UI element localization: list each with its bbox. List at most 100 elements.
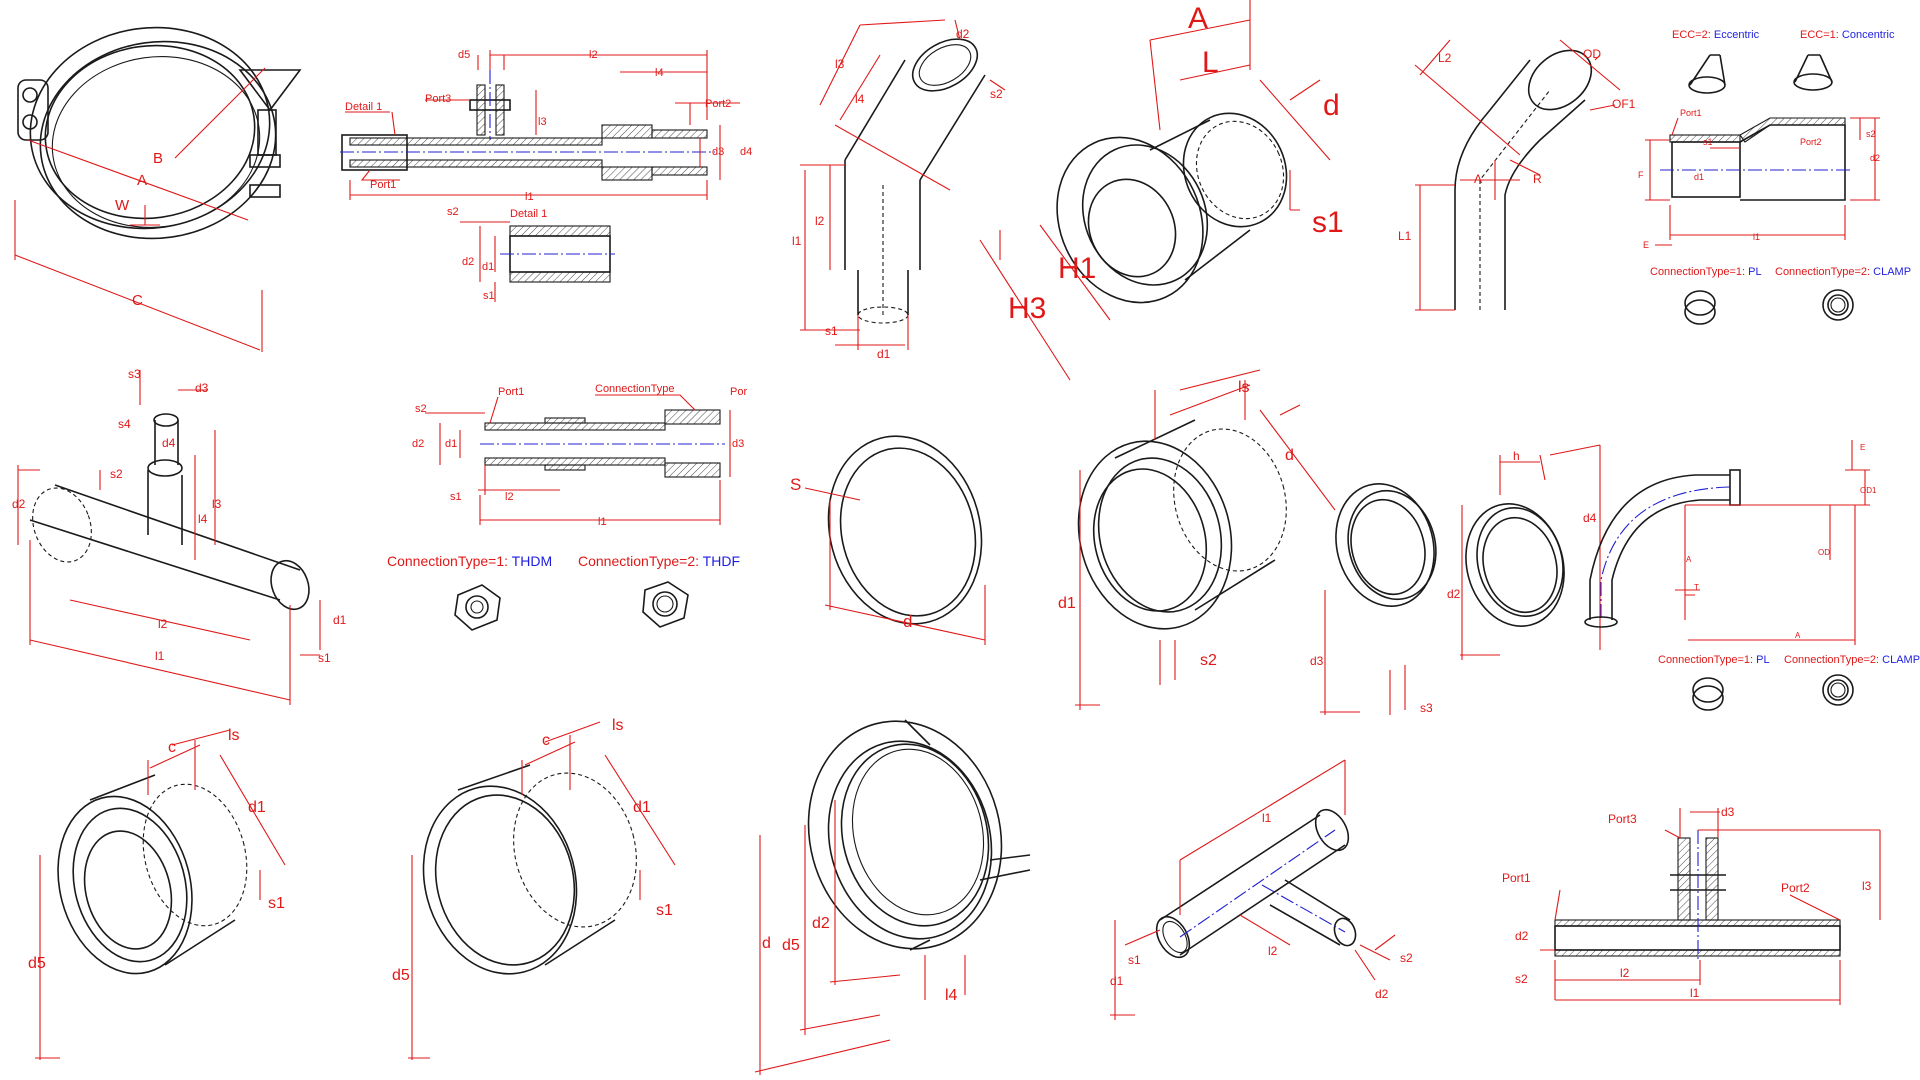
cp-s3: s3 (1420, 701, 1433, 715)
el-OD: OD (1583, 47, 1601, 61)
fr-d: d (1323, 89, 1340, 122)
pd-s2: s2 (447, 206, 459, 218)
tp-connection-type: ConnectionType (595, 383, 675, 395)
nut-d2: d2 (812, 915, 830, 932)
fb-ls: ls (612, 717, 624, 734)
tb-s4: s4 (118, 417, 131, 431)
elbow-drawing: L2 OD OF1 A R L1 (1398, 39, 1636, 311)
el-A: A (1474, 172, 1482, 186)
rd-d2: d2 (1870, 153, 1880, 163)
e90-A: A (1686, 555, 1692, 564)
cap-pair-drawing: h d4 d2 d3 s3 (1310, 444, 1601, 715)
nut-l4: l4 (945, 987, 958, 1004)
bp-l3: l3 (835, 57, 845, 71)
tee-branch-drawing: s3 d3 s4 d4 s2 d2 l3 l4 l2 l1 d1 s1 (12, 367, 347, 705)
ts-port3: Port3 (1608, 812, 1637, 826)
ts-l2: l2 (1620, 966, 1630, 980)
nut-d: d (762, 935, 771, 952)
ts-l3: l3 (1862, 879, 1872, 893)
fa-d1: d1 (248, 799, 266, 816)
tp-d3: d3 (732, 438, 744, 450)
ts-d2: d2 (1515, 929, 1529, 943)
e90-E: E (1860, 443, 1865, 452)
pd-d2: d2 (462, 256, 474, 268)
tb-d3: d3 (195, 381, 209, 395)
tb-l3: l3 (212, 497, 222, 511)
el-OF1: OF1 (1612, 97, 1636, 111)
bp-l2: l2 (815, 214, 825, 228)
cp-d4: d4 (1583, 511, 1597, 525)
rd-s2: s2 (1866, 129, 1876, 139)
cp-d3: d3 (1310, 654, 1324, 668)
rd-ct2: ConnectionType=2: CLAMP (1775, 266, 1911, 278)
tb-d1: d1 (333, 613, 347, 627)
e90-ct1: ConnectionType=1: PL (1658, 654, 1770, 666)
ts-s2: s2 (1515, 972, 1528, 986)
fa-d5: d5 (28, 955, 46, 972)
fr-H3: H3 (1008, 292, 1046, 325)
pd-l2: l2 (589, 49, 598, 61)
bp-s2: s2 (990, 87, 1003, 101)
fb-c: c (542, 732, 550, 749)
gasket-drawing: S d (790, 435, 986, 645)
ti-s2: s2 (1400, 951, 1413, 965)
elbow90-drawing: E OD1 OD A T A ConnectionType=1: PL Conn… (1584, 440, 1920, 711)
el-L1: L1 (1398, 229, 1412, 243)
ts-port1: Port1 (1502, 871, 1531, 885)
ts-l1: l1 (1690, 986, 1700, 1000)
tb-l2: l2 (158, 617, 168, 631)
fr-s1: s1 (1312, 206, 1344, 239)
clamp-W-label: W (115, 197, 130, 214)
threaded-pipe-drawing: s2 Port1 ConnectionType Por d2 d1 d3 s1 … (387, 383, 747, 631)
e90-OD1: OD1 (1860, 486, 1877, 495)
tp-d1: d1 (445, 438, 457, 450)
ti-d2: d2 (1375, 987, 1389, 1001)
ferrule-large-drawing: ls d d1 s2 (1058, 369, 1336, 710)
bp-l4: l4 (855, 92, 865, 106)
pd-detail1-b: Detail 1 (510, 208, 547, 220)
pipe-detail-drawing: l2 d5 l4 Port3 Detail 1 Port2 l3 d3 d4 P… (340, 49, 752, 302)
rd-F: F (1638, 170, 1644, 180)
tb-s2: s2 (110, 467, 123, 481)
reducer-drawing: ECC=2: Eccentric ECC=1: Concentric Port1… (1638, 29, 1911, 325)
tb-l4: l4 (198, 512, 208, 526)
pd-s1: s1 (483, 290, 495, 302)
tp-ct2: ConnectionType=2: THDF (578, 553, 740, 569)
fb-d1: d1 (633, 799, 651, 816)
pd-detail1: Detail 1 (345, 101, 382, 113)
tp-s2: s2 (415, 403, 427, 415)
fl-d1: d1 (1058, 595, 1076, 612)
tp-d2: d2 (412, 438, 424, 450)
pd-d5: d5 (458, 49, 470, 61)
tb-d2: d2 (12, 497, 26, 511)
gk-S: S (790, 475, 801, 494)
tp-l1: l1 (598, 516, 607, 528)
ti-l1: l1 (1262, 811, 1272, 825)
rd-l1: l1 (1753, 232, 1760, 242)
ts-d3: d3 (1721, 805, 1735, 819)
fr-A: A (1188, 2, 1208, 35)
bp-l1: l1 (792, 234, 802, 248)
pd-port3: Port3 (425, 93, 451, 105)
ts-port2: Port2 (1781, 881, 1810, 895)
fl-ls: ls (1238, 379, 1250, 396)
tee-iso-drawing: l1 s1 d1 l2 s2 d2 (1110, 759, 1413, 1020)
tb-l1: l1 (155, 649, 165, 663)
pd-l4: l4 (655, 67, 664, 79)
rd-ecc2: ECC=2: Eccentric (1672, 29, 1760, 41)
e90-ct2: ConnectionType=2: CLAMP (1784, 654, 1920, 666)
fa-c: c (168, 739, 176, 756)
fa-ls: ls (228, 727, 240, 744)
cp-d2: d2 (1447, 587, 1461, 601)
pd-l1: l1 (525, 191, 534, 203)
rd-d1: d1 (1694, 172, 1704, 182)
ferrule-b-drawing: c ls d1 s1 d5 (392, 717, 676, 1060)
fl-d: d (1285, 447, 1294, 464)
fr-H1: H1 (1058, 252, 1096, 285)
pd-port1: Port1 (370, 179, 396, 191)
tp-s1: s1 (450, 491, 462, 503)
ti-d1: d1 (1110, 974, 1124, 988)
tee-section-drawing: Port3 d3 Port1 Port2 l3 d2 s2 l2 l1 (1502, 805, 1881, 1005)
rd-ct1: ConnectionType=1: PL (1650, 266, 1762, 278)
tb-s1: s1 (318, 651, 331, 665)
